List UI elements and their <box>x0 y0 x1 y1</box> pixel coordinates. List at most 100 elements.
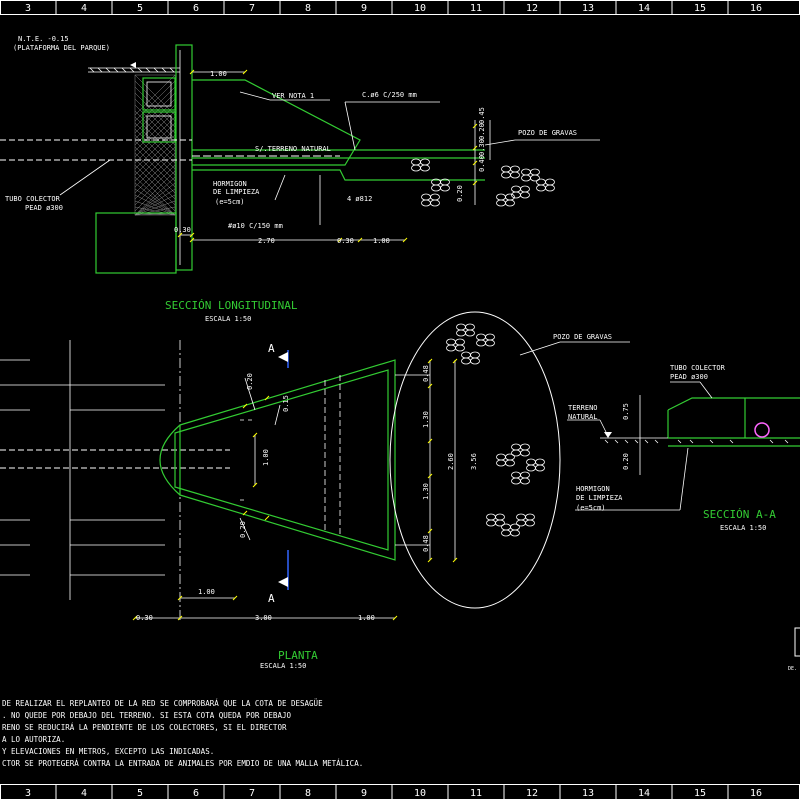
dim-030-left: 0.30 <box>174 226 191 234</box>
grid-number-bottom: 15 <box>694 788 706 799</box>
plan-pipe <box>0 449 230 469</box>
grid-number-bottom: 8 <box>305 788 311 799</box>
gravel-stone <box>496 193 506 201</box>
plan-left-lines <box>0 340 165 600</box>
grid-number-bottom: 12 <box>526 788 538 799</box>
platform-label: (PLATAFORMA DEL PARQUE) <box>13 44 110 52</box>
plan-dim-100-right: 1.00 <box>358 614 375 622</box>
plan-funnel <box>159 359 396 561</box>
gravel-stone <box>501 529 511 537</box>
gravel-stone <box>456 323 466 331</box>
plan-view: A A POZO DE GRAVAS 0.20 0.15 1.00 0.20 0… <box>0 311 630 670</box>
grid-number-top: 13 <box>582 3 594 14</box>
gravel-stone <box>440 184 450 192</box>
grid-number-top: 16 <box>750 3 762 14</box>
vdim-020-a: 0.20 <box>478 123 486 140</box>
gravel-stone <box>505 199 515 207</box>
aa-level-marker <box>604 432 612 438</box>
aa-ground <box>600 437 789 444</box>
grid-number-top: 11 <box>470 3 482 14</box>
aa-natural-label: NATURAL <box>568 413 598 421</box>
plan-dim-ticks <box>132 358 458 621</box>
gravel-stone <box>476 339 486 347</box>
gravel-stone <box>496 199 506 207</box>
gravel-stone <box>446 344 456 352</box>
gravel-stone <box>431 184 441 192</box>
gravel-stone <box>511 449 521 457</box>
aa-tubo-label: TUBO COLECTOR <box>670 364 726 372</box>
grid-number-top: 3 <box>25 3 31 14</box>
nte-label: N.T.E. -0.15 <box>18 35 69 43</box>
grid-number-bottom: 4 <box>81 788 87 799</box>
gravel-stone <box>505 459 515 467</box>
section-aa: TUBO COLECTOR PEAD ø300 TERRENO NATURAL … <box>567 364 800 532</box>
top-grid-ticks <box>0 0 729 800</box>
plan-dim-300: 3.00 <box>255 614 272 622</box>
pead-label: PEAD ø300 <box>25 204 63 212</box>
dim-100-right: 1.00 <box>373 237 390 245</box>
grid-number-bottom: 3 <box>25 788 31 799</box>
grid-number-top: 12 <box>526 3 538 14</box>
plan-dim-020-top: 0.20 <box>246 373 254 390</box>
gravel-stone <box>485 339 495 347</box>
gravel-stone <box>430 193 440 201</box>
plan-dim-030: 0.30 <box>136 614 153 622</box>
gravel-stone <box>486 513 496 521</box>
gravel-stone <box>465 323 475 331</box>
aa-limpieza-label: DE LIMPIEZA <box>576 494 623 502</box>
aa-title: SECCIÓN A-A <box>703 508 776 521</box>
plan-pozo-label: POZO DE GRAVAS <box>553 333 612 341</box>
grid-number-bottom: 9 <box>361 788 367 799</box>
note-line: RENO SE REDUCIRÁ LA PENDIENTE DE LOS COL… <box>2 723 287 732</box>
gravel-stone <box>520 185 530 193</box>
gravel-stone <box>536 184 546 192</box>
gravel-stone <box>501 165 511 173</box>
aa-scale: ESCALA 1:50 <box>720 524 766 532</box>
aa-hormigon-label: HORMIGON <box>576 485 610 493</box>
grid-number-top: 6 <box>193 3 199 14</box>
plan-gravel-pit <box>389 311 561 609</box>
gravel-stone <box>476 333 486 341</box>
aa-pead-label: PEAD ø300 <box>670 373 708 381</box>
grid-number-top: 10 <box>414 3 426 14</box>
gravel-stone <box>456 329 466 337</box>
plan-dim-048-bottom: 0.48 <box>422 535 430 552</box>
grid-number-bottom: 16 <box>750 788 762 799</box>
gravel-stone <box>516 513 526 521</box>
gravel-stone <box>495 513 505 521</box>
aa-e5-label: (e=5cm) <box>576 504 606 512</box>
ver-nota-label: VER NOTA 1 <box>272 92 314 100</box>
gravel-stone <box>455 344 465 352</box>
gravel-pit-section <box>411 158 555 207</box>
grid-number-top: 8 <box>305 3 311 14</box>
gravel-stone <box>511 191 521 199</box>
gravel-stone <box>446 338 456 346</box>
grid-number-bottom: 11 <box>470 788 482 799</box>
de-limpieza-label: DE LIMPIEZA <box>213 188 260 196</box>
dim-030-mid: 0.30 <box>337 237 354 245</box>
gravel-stone <box>545 184 555 192</box>
platform-hatch <box>88 67 180 73</box>
general-notes: DE REALIZAR EL REPLANTEO DE LA RED SE CO… <box>2 699 363 768</box>
gravel-stone <box>521 174 531 182</box>
gravel-stone <box>486 519 496 527</box>
aa-pipe-circle <box>754 422 770 438</box>
gravel-stone <box>520 449 530 457</box>
plan-scale: ESCALA 1:50 <box>260 662 306 670</box>
gravel-stone <box>545 178 555 186</box>
gravel-stone <box>520 477 530 485</box>
collector-pipe <box>0 139 340 161</box>
aa-vdim-075: 0.75 <box>622 403 630 420</box>
grid-number-bottom: 6 <box>193 788 199 799</box>
apron-slab <box>192 79 485 181</box>
plan-dim-015: 0.15 <box>282 395 290 412</box>
note-line: . NO QUEDE POR DEBAJO DEL TERRENO. SI ES… <box>2 711 291 720</box>
note-line: CTOR SE PROTEGERÁ CONTRA LA ENTRADA DE A… <box>2 759 363 768</box>
plan-dim-130-top: 1.30 <box>422 411 430 428</box>
grid-number-top: 7 <box>249 3 255 14</box>
rebar-c6-label: C.ø6 C/250 mm <box>362 91 417 99</box>
aa-leaders <box>567 381 713 511</box>
gravel-stone <box>510 529 520 537</box>
